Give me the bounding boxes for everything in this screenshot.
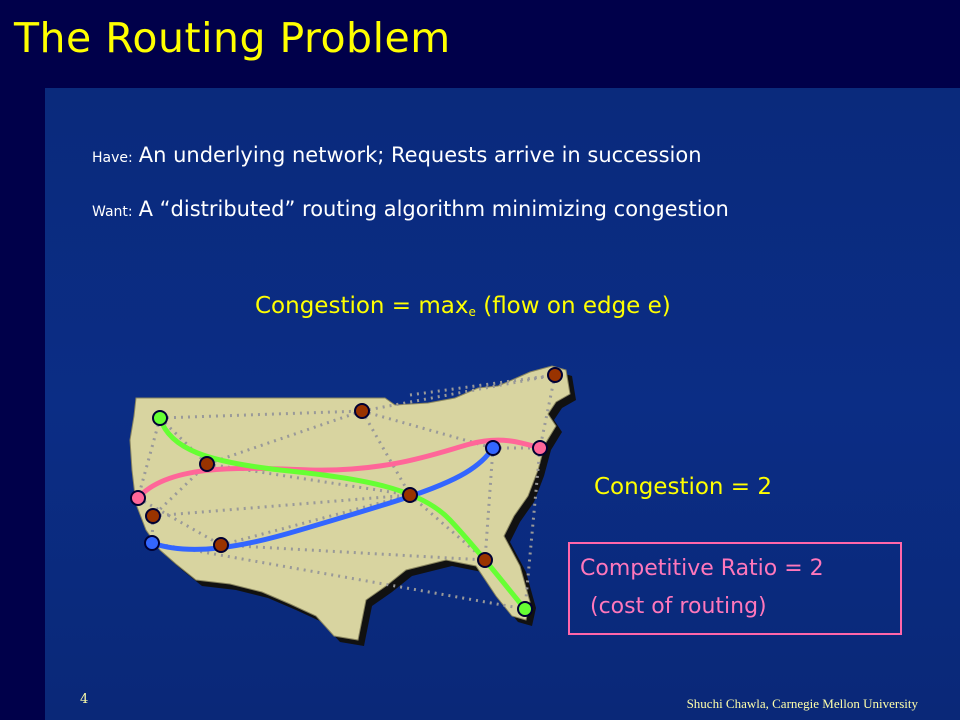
node-blue: [485, 440, 501, 456]
node-pink: [532, 440, 548, 456]
slide-title: The Routing Problem: [14, 14, 451, 62]
node-green: [152, 410, 168, 426]
node-brown: [477, 552, 493, 568]
have-label: Have:: [92, 150, 133, 166]
congestion-formula: Congestion = maxe (flow on edge e): [255, 293, 815, 319]
have-text: An underlying network; Requests arrive i…: [138, 143, 702, 167]
node-pink: [130, 490, 146, 506]
want-text: A “distributed” routing algorithm minimi…: [138, 197, 729, 221]
node-brown: [402, 487, 418, 503]
pink-route: [135, 437, 543, 501]
node-blue: [144, 535, 160, 551]
node-green: [517, 601, 533, 617]
want-line: Want: A “distributed” routing algorithm m…: [92, 197, 729, 221]
page-number: 4: [80, 692, 89, 707]
node-brown: [354, 403, 370, 419]
footer-author: Shuchi Chawla, Carnegie Mellon Universit…: [686, 696, 918, 711]
formula-prefix: Congestion = max: [255, 293, 469, 319]
node-brown: [199, 456, 215, 472]
node-brown: [145, 508, 161, 524]
ratio-line-2: (cost of routing): [590, 594, 767, 619]
map-body: [129, 365, 571, 641]
blue-route: [149, 445, 496, 552]
have-line: Have: An underlying network; Requests arr…: [92, 143, 702, 167]
competitive-ratio-box: Competitive Ratio = 2 (cost of routing): [568, 542, 902, 635]
congestion-value: Congestion = 2: [594, 474, 773, 500]
network-edges: [136, 373, 557, 611]
ratio-line-1: Competitive Ratio = 2: [580, 556, 824, 581]
formula-suffix: (flow on edge e): [475, 293, 671, 319]
node-brown: [547, 367, 563, 383]
node-brown: [213, 537, 229, 553]
formula-subscript: e: [468, 305, 476, 319]
network-nodes: [130, 367, 563, 617]
want-label: Want:: [92, 204, 133, 220]
